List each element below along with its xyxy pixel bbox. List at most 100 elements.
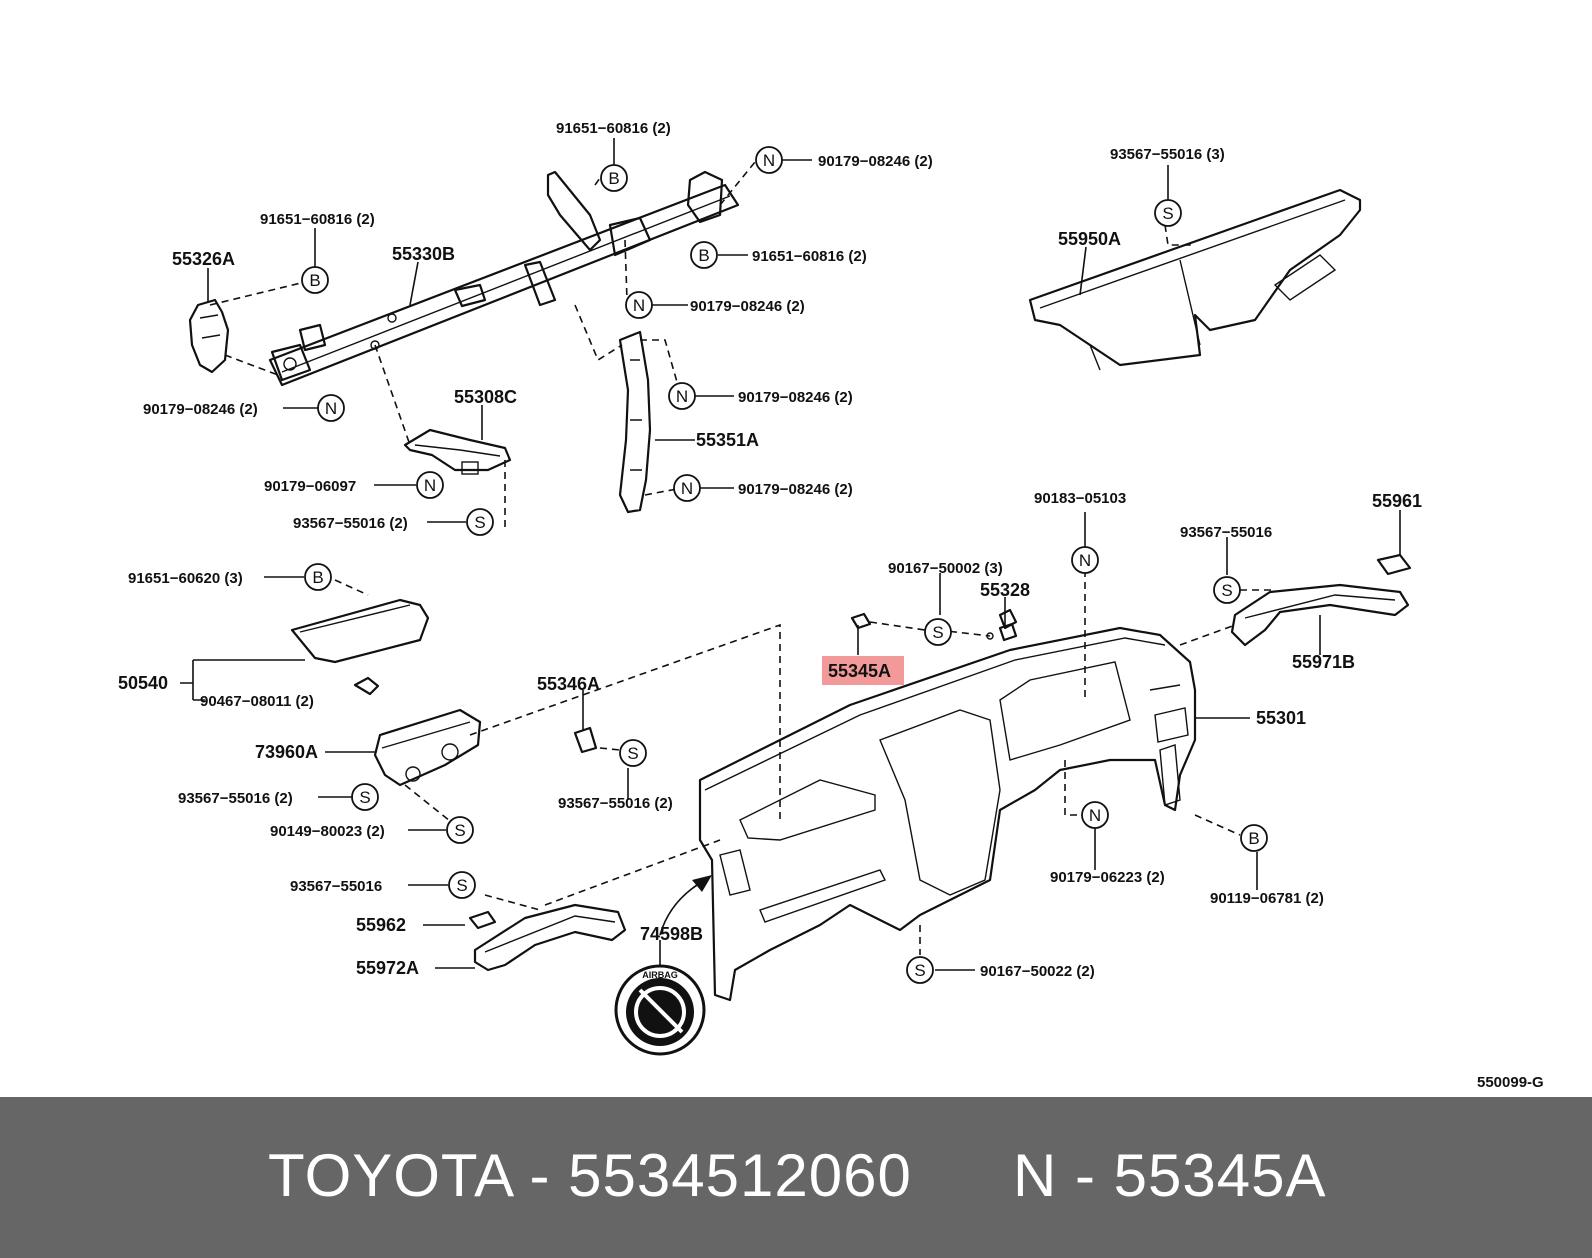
marker-s-5: S [619,739,647,767]
leader-lines [180,138,1401,971]
marker-b-4: B [304,563,332,591]
dashed-lines [209,161,1275,955]
marker-n-1: N [755,146,783,174]
marker-s-letter: S [474,513,485,532]
marker-s-letter: S [1221,581,1232,600]
marker-n-letter: N [681,479,693,498]
callout-label: 91651−60620 (3) [128,570,243,587]
callout-label: 55330B [392,244,455,264]
callout-label: 91651−60816 (2) [260,211,375,228]
callout-label: 91651−60816 (2) [556,120,671,137]
marker-b-letter: B [309,271,320,290]
bracket-55326a [188,298,230,374]
callout-label: 90179−08246 (2) [690,298,805,315]
marker-n-letter: N [1079,551,1091,570]
callout-label: 93567−55016 (3) [1110,146,1225,163]
marker-b-3: B [690,241,718,269]
callout-labels: 91651−60816 (2) 90179−08246 (2) 91651−60… [118,120,1544,1091]
marker-n-8: N [1081,801,1109,829]
duct-55971b [998,553,1412,647]
marker-s-letter: S [914,961,925,980]
callout-label: 55308C [454,387,517,407]
diagram-code: 550099-G [1477,1074,1544,1091]
callout-label: 93567−55016 [290,878,382,895]
marker-circles: B N B B N N N N N S S N S B S S S S N B … [301,146,1268,984]
marker-n-5: N [416,471,444,499]
marker-s-letter: S [1162,204,1173,223]
marker-s-7: S [446,816,474,844]
clip-55345a [850,612,872,630]
callout-label: 55346A [537,674,600,694]
callout-label: 91651−60816 (2) [752,248,867,265]
callout-label: 55301 [1256,708,1306,728]
airbag-warning-emblem: AIRBAG [614,964,706,1056]
parts-diagram: AIRBAG [118,120,1544,1091]
marker-n-letter: N [763,151,775,170]
callout-label: 55950A [1058,229,1121,249]
callout-label: 90179−06223 (2) [1050,869,1165,886]
callout-label: 90179−08246 (2) [143,401,258,418]
marker-b-letter: B [698,246,709,265]
footer-bar: TOYOTA - 5534512060 N - 55345A [0,1097,1592,1258]
callout-label: 55351A [696,430,759,450]
marker-b-letter: B [1248,829,1259,848]
marker-n-letter: N [424,476,436,495]
callout-label: 90167−50002 (3) [888,560,1003,577]
callout-label: 93567−55016 (2) [178,790,293,807]
marker-n-letter: N [633,296,645,315]
marker-s-letter: S [627,744,638,763]
reference-code: N - 55345A [1013,1142,1327,1209]
arrow-74598b [659,875,712,936]
callout-label: 90179−08246 (2) [738,481,853,498]
marker-b-2: B [301,266,329,294]
callout-label: 55326A [172,249,235,269]
callout-label: 90149−80023 (2) [270,823,385,840]
marker-n-2: N [625,291,653,319]
marker-n-4: N [668,382,696,410]
duct-55972a [468,903,627,972]
callout-label: 90179−08246 (2) [818,153,933,170]
callout-label: 74598B [640,924,703,944]
callout-label: 55345A [828,661,891,681]
callout-label: 55972A [356,958,419,978]
airbag-73960a [373,708,482,787]
marker-n-letter: N [325,399,337,418]
callout-label: 50540 [118,673,168,693]
marker-b-letter: B [608,169,619,188]
brace-55308c [403,428,512,475]
callout-label: 90119−06781 (2) [1210,890,1324,907]
marker-n-7: N [1071,546,1099,574]
callout-label: 73960A [255,742,318,762]
marker-s-letter: S [932,623,943,642]
clip-55328 [986,622,1018,642]
callout-label: 90467−08011 (2) [200,693,314,710]
marker-n-letter: N [1089,806,1101,825]
callout-label: 90167−50022 (2) [980,963,1095,980]
marker-b-1: B [600,164,628,192]
marker-s-6: S [351,783,379,811]
callout-label: 90179−06097 [264,478,356,495]
marker-n-letter: N [676,387,688,406]
marker-b-5: B [1240,824,1268,852]
marker-n-6: N [673,474,701,502]
marker-s-1: S [466,508,494,536]
reinforcement-beam-55330b [268,170,740,387]
callout-label: 90183−05103 [1034,490,1126,507]
callout-label: 55961 [1372,491,1422,511]
callout-label: 55962 [356,915,406,935]
marker-s-8: S [448,871,476,899]
glove-box-50540 [290,598,430,696]
brand-part-number: TOYOTA - 5534512060 [268,1142,912,1209]
marker-s-letter: S [456,876,467,895]
marker-s-letter: S [359,788,370,807]
marker-s-letter: S [454,821,465,840]
instrument-panel-55301 [698,626,1197,1002]
svg-text:AIRBAG: AIRBAG [642,970,678,980]
callout-label: 93567−55016 (2) [558,795,673,812]
callout-label: 90179−08246 (2) [738,389,853,406]
marker-s-9: S [906,956,934,984]
highlight-box [822,656,904,685]
callout-label: 55328 [980,580,1030,600]
stay-55351a [618,330,652,514]
marker-n-3: N [317,394,345,422]
